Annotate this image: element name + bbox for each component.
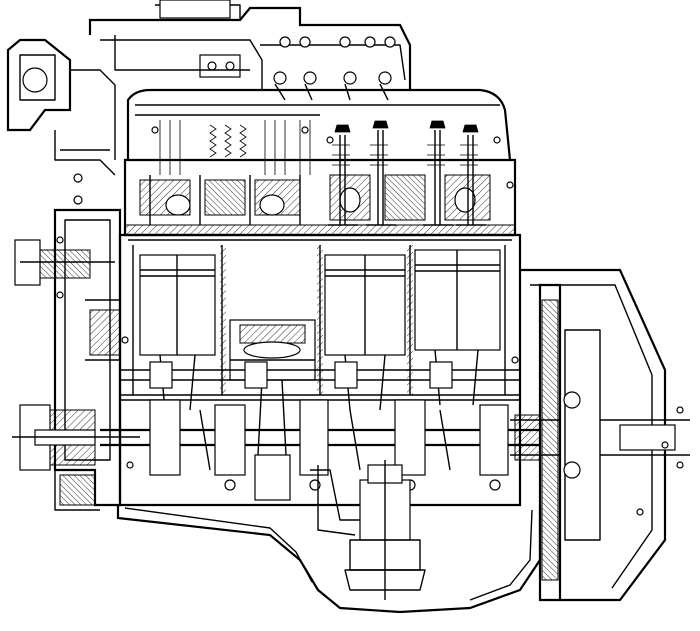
water-pump-housing [6, 38, 116, 205]
piston-4 [414, 249, 501, 351]
valve-springs [159, 120, 311, 175]
cylinder-head [123, 158, 517, 237]
piston-1 [139, 254, 216, 356]
crankshaft [100, 399, 540, 491]
camshaft [120, 361, 520, 389]
pistons [132, 245, 506, 395]
bolts [121, 126, 519, 469]
oil-pump [310, 460, 426, 600]
valve-stems [328, 120, 486, 226]
flywheel-clutch [510, 283, 601, 602]
intake-manifold [88, 0, 412, 101]
oil-pan [116, 505, 542, 614]
crankshaft-pulley [12, 404, 140, 511]
clutch-housing [520, 268, 690, 602]
valve-cover [126, 88, 512, 226]
piston-2 [229, 319, 316, 381]
water-pump-pulley [14, 236, 115, 299]
piston-3 [324, 254, 406, 356]
